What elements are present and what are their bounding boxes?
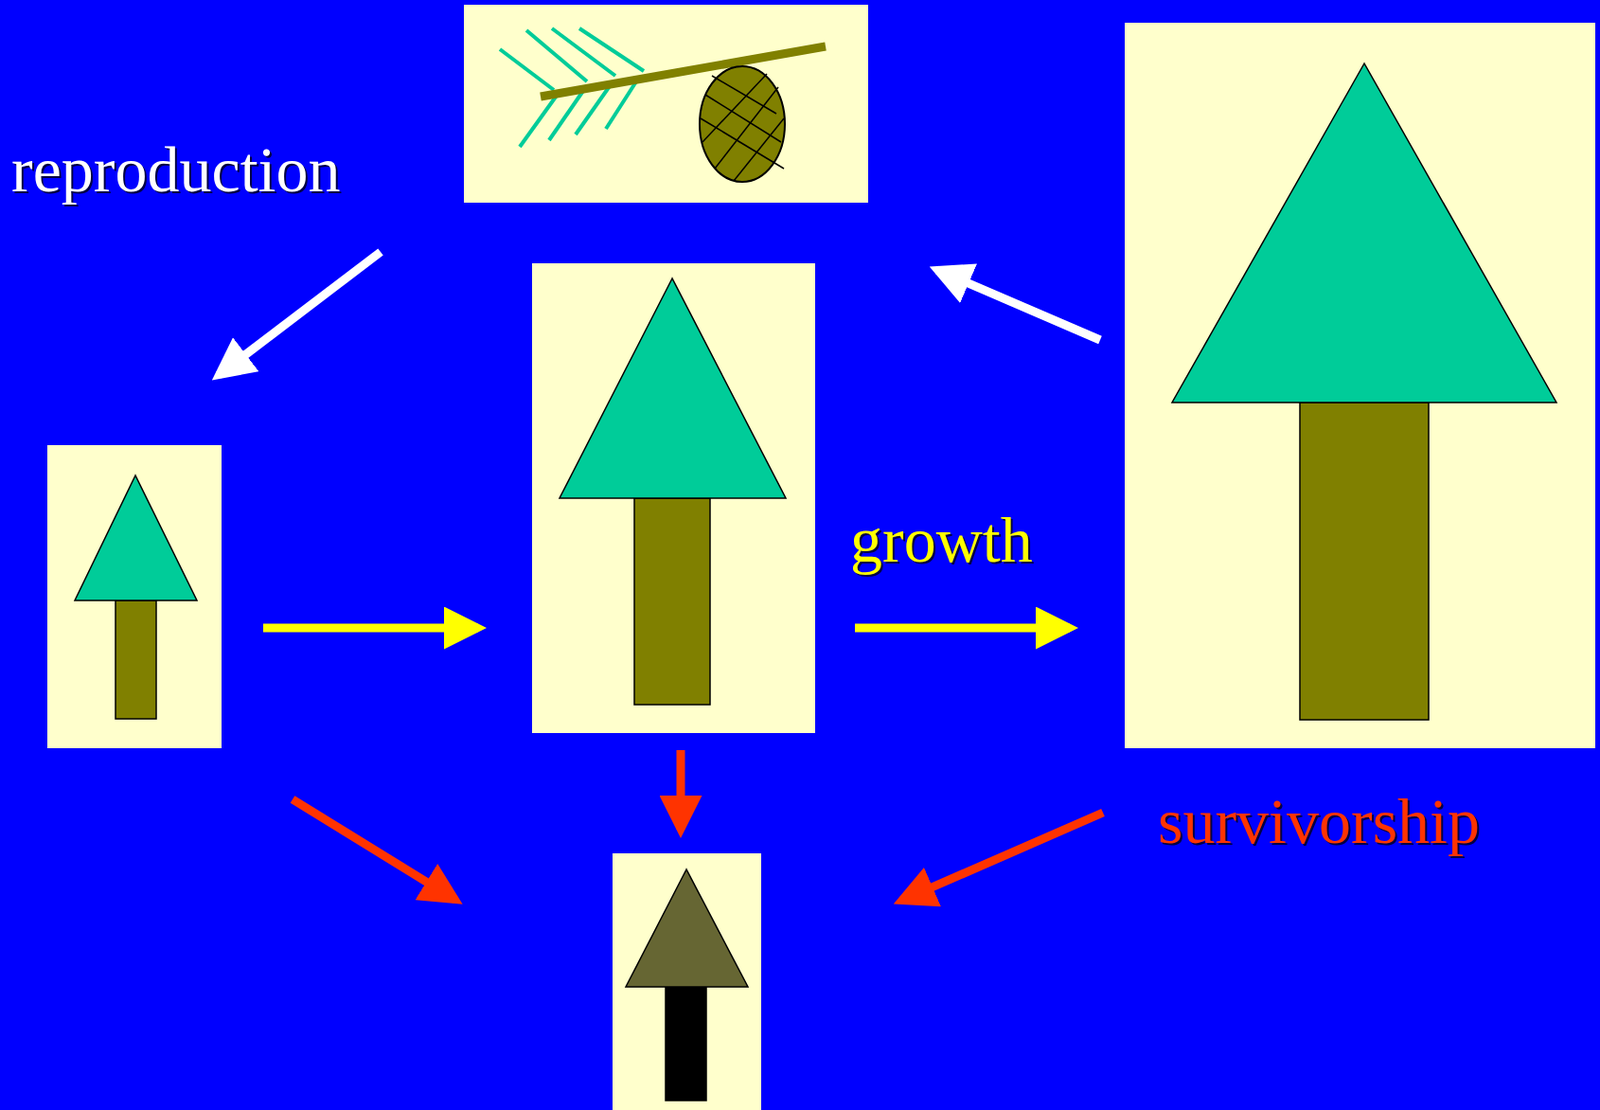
stage-label: growth — [850, 507, 1033, 572]
young-tree-panel — [532, 263, 816, 733]
trees — [74, 63, 1557, 1101]
branch-cone — [499, 28, 826, 182]
sapling-panel — [47, 444, 222, 748]
mature-tree-panel — [1124, 22, 1596, 748]
seed-panel — [463, 4, 869, 203]
dead-tree-panel — [612, 853, 762, 1110]
stage-label: survivorship — [1157, 788, 1480, 854]
stage-label: reproduction — [11, 137, 340, 202]
cycle-arrows — [218, 251, 1103, 901]
